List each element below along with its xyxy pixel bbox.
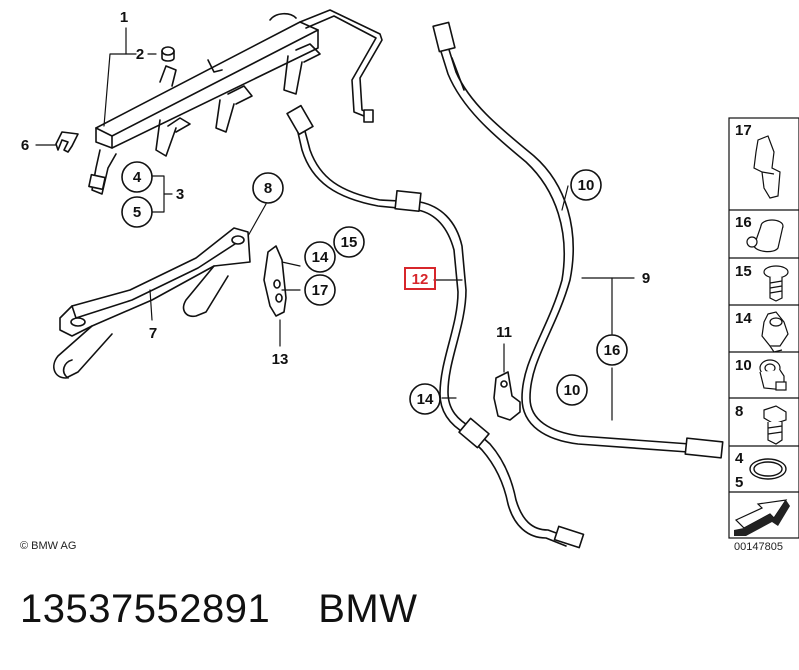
callout-labels: 1 2 3 4 5 6 7 8 9 10 10 11 12 13 14 14 1…	[21, 9, 650, 408]
document-number: 00147805	[734, 541, 783, 553]
side-item-8-label: 8	[735, 403, 743, 420]
callout-1: 1	[120, 9, 128, 26]
side-item-17-label: 17	[735, 122, 752, 139]
side-item-10-label: 10	[735, 357, 752, 374]
callout-14-circle-b	[409, 383, 441, 415]
callout-15-circle	[333, 226, 365, 258]
callout-16-circle	[596, 334, 628, 366]
side-item-15-label: 15	[735, 263, 752, 280]
bolt-icon	[763, 405, 787, 445]
callout-10b: 10	[564, 382, 581, 399]
callout-17-circle	[304, 274, 336, 306]
side-item-4-label: 4	[735, 450, 744, 467]
screw-icon	[763, 265, 789, 302]
side-item-16-label: 16	[735, 214, 752, 231]
injector-front	[88, 149, 117, 195]
callout-14a: 14	[312, 249, 329, 266]
leader-lines	[35, 27, 635, 421]
fuel-line-9	[432, 21, 724, 459]
callout-6: 6	[21, 137, 29, 154]
callout-4-circle	[121, 161, 153, 193]
clip-part	[55, 131, 79, 153]
part-number: 13537552891	[20, 587, 271, 631]
callout-5: 5	[133, 204, 141, 221]
callout-2: 2	[136, 46, 144, 63]
hose-clamp-icon	[759, 359, 787, 391]
callout-14b: 14	[417, 391, 434, 408]
fuel-line-12	[286, 104, 585, 549]
callout-8-circle	[252, 172, 284, 204]
callout-4: 4	[133, 169, 142, 186]
side-panel: 17 16 15 14 10 8	[728, 117, 799, 539]
callout-3: 3	[176, 186, 184, 203]
sleeve-icon	[746, 219, 784, 253]
callout-5-circle	[121, 196, 153, 228]
callout-8: 8	[264, 180, 272, 197]
callout-10a: 10	[578, 177, 595, 194]
callout-15: 15	[341, 234, 358, 251]
callout-12: 12	[412, 271, 429, 288]
plate-part	[263, 245, 287, 317]
brand-name: BMW	[318, 587, 418, 631]
bracket-part	[53, 227, 251, 379]
callout-17: 17	[312, 282, 329, 299]
copyright-text: © BMW AG	[20, 540, 77, 552]
fuel-rail	[88, 9, 383, 195]
clamp-icon	[753, 135, 781, 199]
small-bracket-part	[493, 371, 521, 421]
callout-10-circle-b	[556, 374, 588, 406]
cap-part	[161, 46, 175, 62]
highlight-box-12	[404, 267, 436, 290]
callout-11: 11	[496, 324, 512, 341]
side-item-14-label: 14	[735, 310, 752, 327]
part-caption: 13537552891 BMW	[20, 587, 465, 632]
callout-7: 7	[149, 325, 157, 342]
o-ring-icon	[749, 458, 787, 480]
callout-circles	[121, 161, 628, 415]
arrow-symbol-icon	[734, 499, 790, 536]
callout-10-circle-a	[570, 169, 602, 201]
side-item-5-label: 5	[735, 474, 743, 491]
callout-14-circle-a	[304, 241, 336, 273]
clip-icon	[761, 311, 789, 353]
callout-16: 16	[604, 342, 621, 359]
callout-13: 13	[272, 351, 289, 368]
callout-9: 9	[642, 270, 650, 287]
